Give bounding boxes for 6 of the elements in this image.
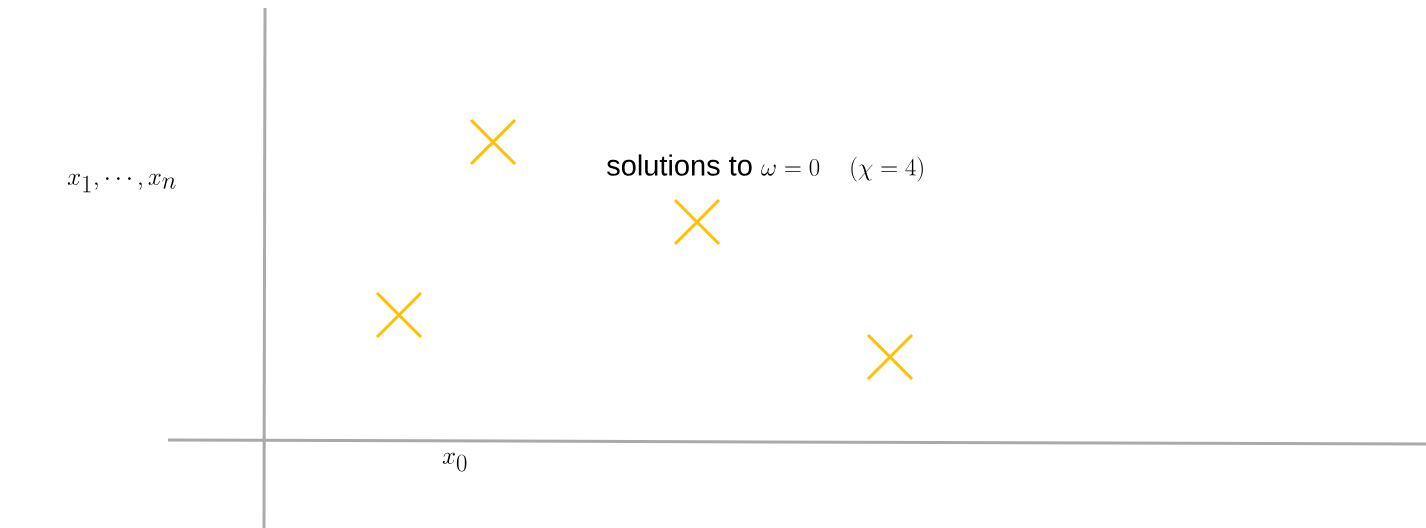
label: $(\chi = 4)$ bbox=[851, 156, 923, 182]
axis-label: $x_1, \cdots, x_n$ bbox=[67, 173, 176, 193]
label: $\omega = 0$ bbox=[761, 158, 820, 176]
axis-label: $x_0$ bbox=[442, 452, 467, 472]
label: solutions to bbox=[607, 154, 752, 176]
annotation-text: solutions to $\omega = 0$ $(\chi = 4)$ bbox=[607, 154, 923, 182]
